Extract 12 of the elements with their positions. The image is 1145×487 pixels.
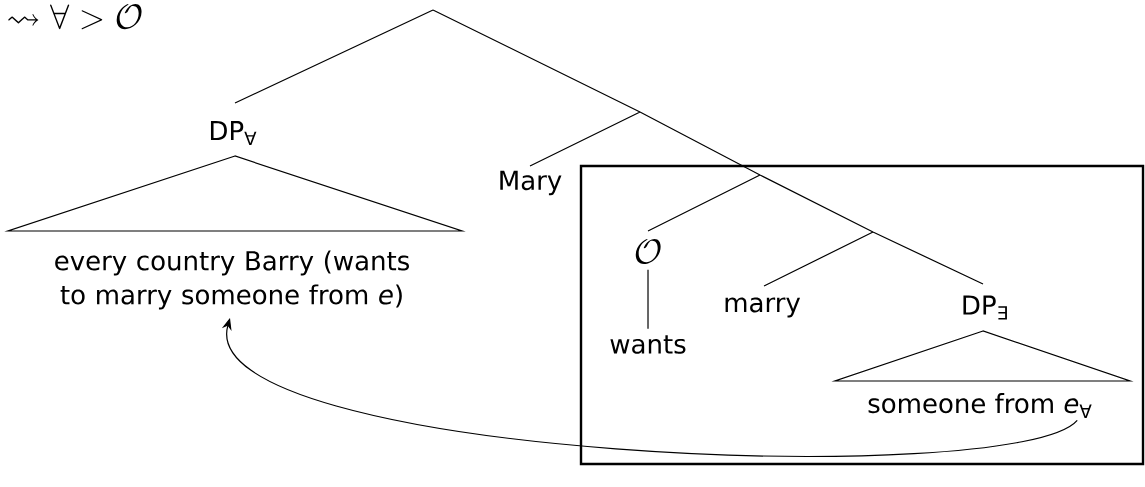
- frame-box: [579, 164, 1145, 466]
- phrase-text: every country Barry (wants to marry someone from e): [55, 250, 409, 310]
- phrase-text: someone from e$_{∀}$: [868, 393, 1092, 418]
- tree-label: marry: [725, 297, 801, 318]
- tree-label: wants: [610, 335, 686, 354]
- curved-arrow: [221, 318, 1078, 457]
- tree-label: $\mathcal{O}$: [635, 238, 661, 265]
- tree-label: Mary: [500, 170, 562, 196]
- formula-label: $\rightsquigarrow \forall > \mathcal{O}$: [8, 4, 142, 30]
- tree-label: DP$_{∃}$: [963, 295, 1007, 320]
- tree-branch: [647, 269, 649, 330]
- tree-label: DP$_{∀}$: [210, 121, 257, 145]
